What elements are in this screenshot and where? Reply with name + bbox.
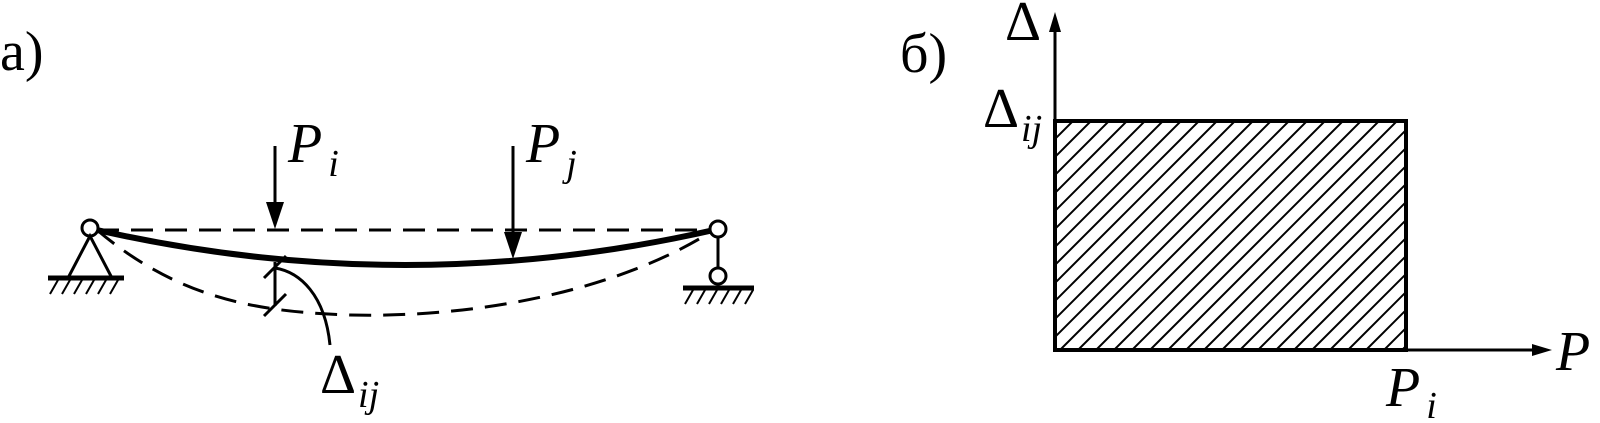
hatch-line [1059,121,1290,350]
hatch-line [1055,121,1272,339]
x-axis [1055,344,1552,356]
hatch-line [1239,182,1406,350]
hatch-line [1149,121,1380,350]
hatch-line [1113,121,1344,350]
load-pi-arrow [266,146,284,229]
panel-a-label: а) [0,21,44,83]
y-axis-label: Δ [1005,0,1041,53]
deflected-beam-curve [96,227,715,268]
hatch-line [1329,272,1406,350]
hatch-line [1055,121,1164,231]
hatch-line [1275,218,1406,350]
hatch-line [1203,146,1406,350]
hatch-line [1055,121,1074,141]
work-area-hatch [1055,121,1406,350]
pin-support [48,218,124,295]
hatch-line [1347,290,1406,350]
hatch-line [1131,121,1362,350]
x-axis-label: P [1555,321,1590,383]
hatch-line [1055,121,1200,267]
y-axis [1049,12,1061,350]
hatch-line [1293,236,1406,350]
hatch-line [1257,200,1406,350]
hatch-line [1311,254,1406,350]
panel-b-label: б) [900,23,947,85]
hatch-line [1055,121,1254,321]
hatch-line [1185,128,1406,350]
y-mark-label: Δij [983,78,1042,150]
hatch-line [1401,344,1406,350]
hatch-line [1095,121,1326,350]
hatch-line [1055,121,1056,123]
hatch-line [1055,121,1236,303]
hatch-line [1055,121,1110,177]
deflection-dimension [262,254,332,346]
hatch-line [1055,121,1218,285]
hatch-line [1077,121,1308,350]
hatch-line [1055,121,1182,249]
hatch-line [1221,164,1406,350]
panel-a: а) [0,21,754,416]
hatch-line [1167,121,1398,350]
hatch-line [1365,308,1406,350]
deflection-label: Δij [320,344,379,416]
load-pj-arrow [504,146,522,259]
hatch-line [1055,121,1128,195]
hatch-line [1055,121,1146,213]
hatch-line [1383,326,1406,350]
dashed-deflection-curve [96,228,715,317]
roller-support [683,219,754,305]
